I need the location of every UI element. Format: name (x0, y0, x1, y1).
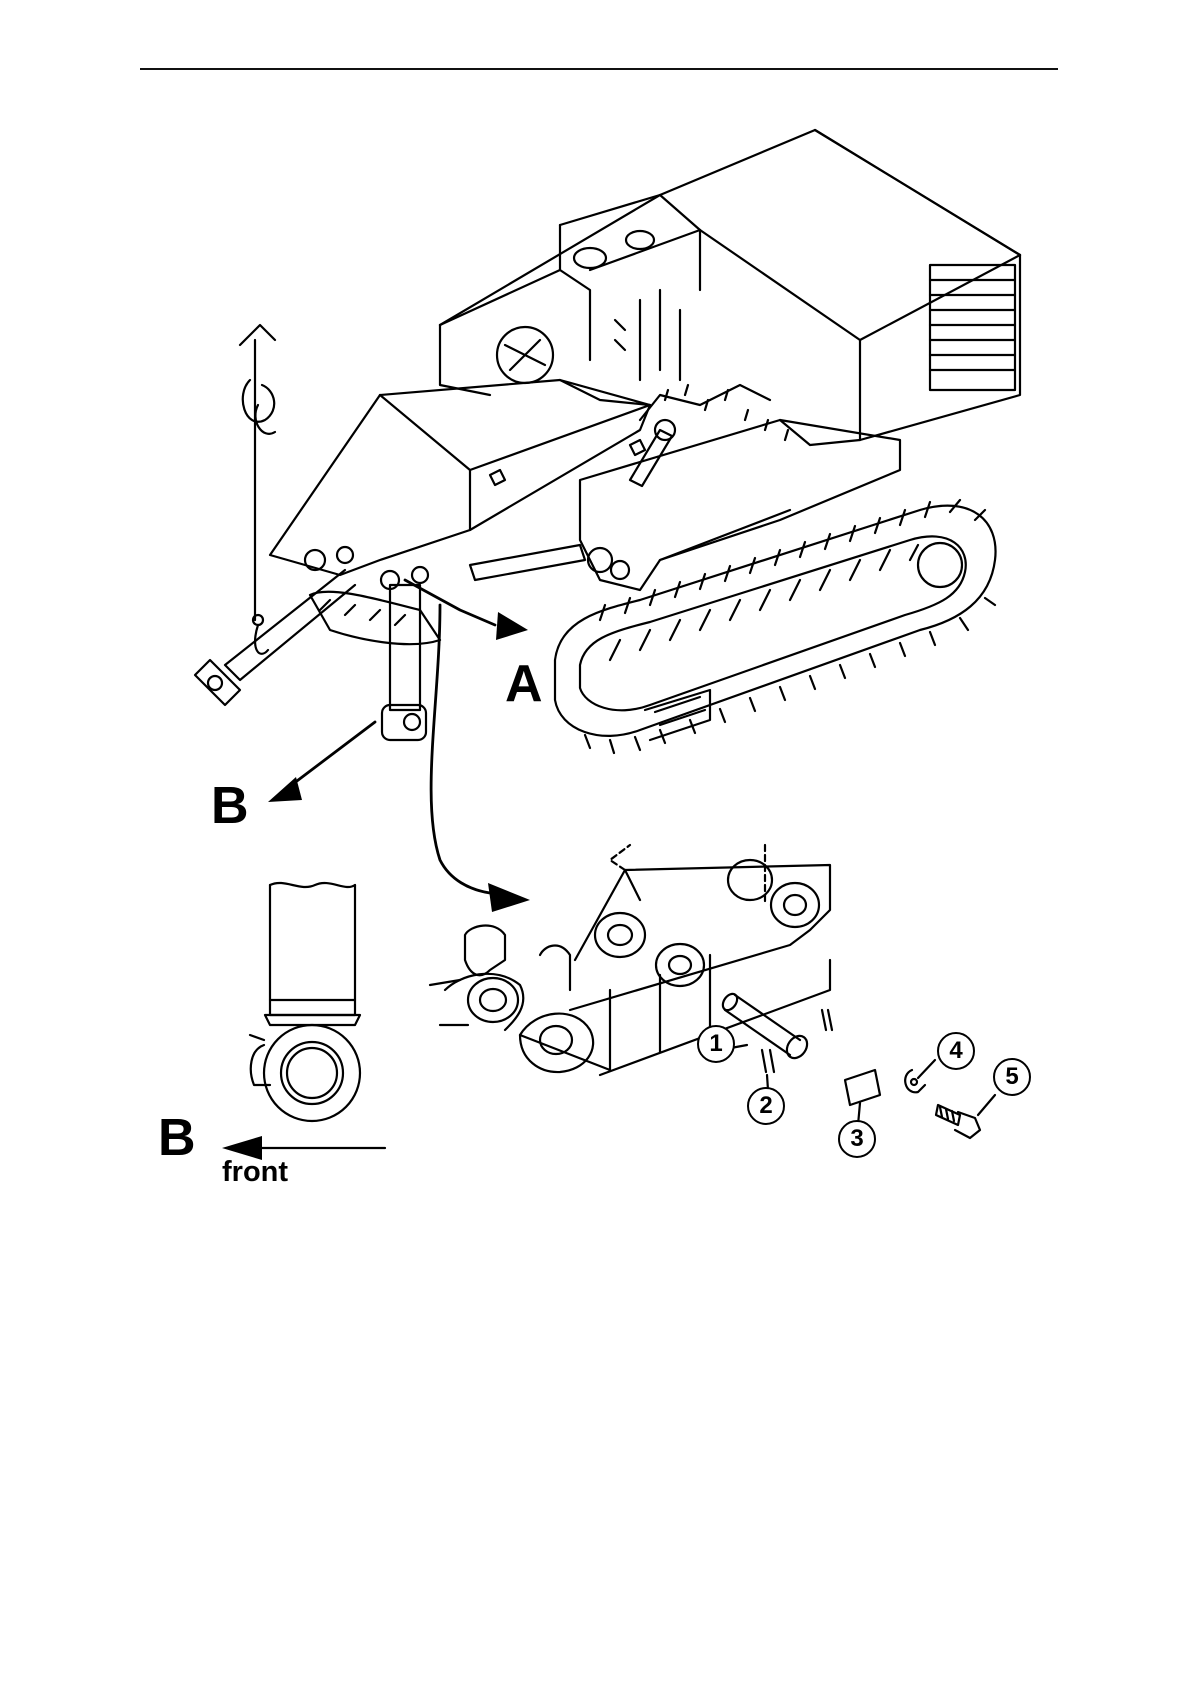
front-label: front (222, 1158, 288, 1187)
engine-housing (440, 130, 1020, 445)
plate-part (845, 1070, 880, 1105)
view-b-label-upper: B (211, 780, 249, 832)
boom (270, 380, 675, 589)
callout-5: 5 (993, 1058, 1031, 1096)
pin-part (720, 991, 832, 1062)
callout-1: 1 (697, 1025, 735, 1063)
rod-eye-detail (250, 883, 360, 1121)
view-a-label: A (505, 658, 543, 710)
bolt-part (936, 1105, 980, 1138)
detail-arrow-head (488, 883, 530, 912)
arrow-a-head (496, 612, 528, 640)
callout-4: 4 (937, 1032, 975, 1070)
arm-cylinder (382, 585, 426, 740)
callout-3: 3 (838, 1120, 876, 1158)
view-b-label-lower: B (158, 1112, 196, 1164)
hook-cylinder (195, 325, 355, 705)
callout-2: 2 (747, 1087, 785, 1125)
clip-part (762, 1050, 774, 1072)
arrow-b-head (268, 777, 302, 802)
